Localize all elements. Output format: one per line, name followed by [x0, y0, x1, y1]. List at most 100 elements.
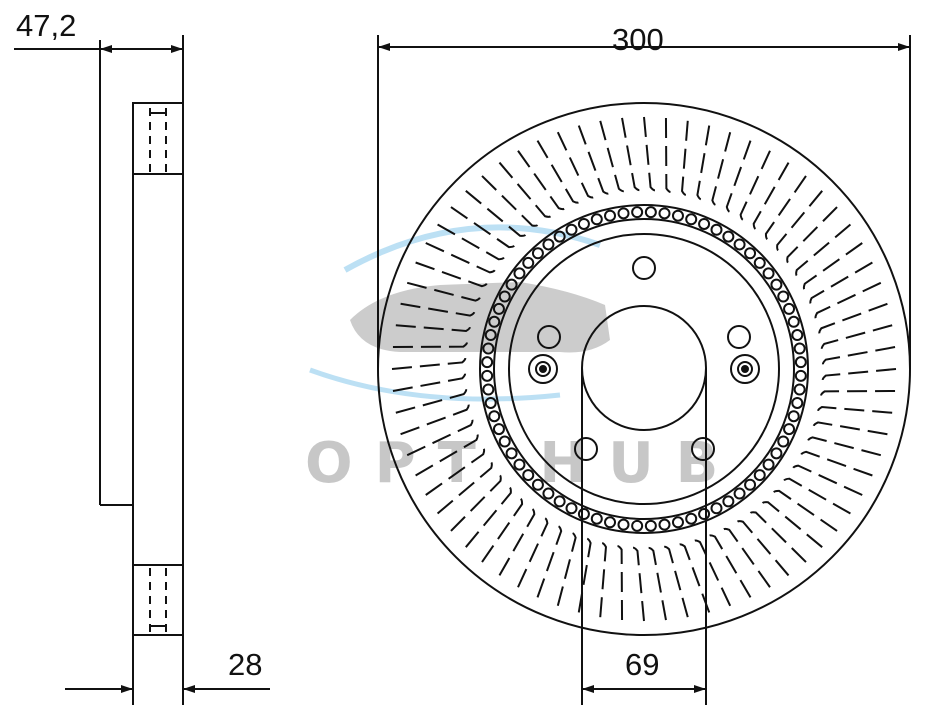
- overall-height-label: 47,2: [16, 8, 76, 43]
- vent-loop: [488, 410, 501, 423]
- vent-loop: [722, 495, 735, 508]
- vent-slot: [425, 242, 497, 274]
- vent-slot: [711, 131, 732, 207]
- vent-slot: [643, 116, 659, 192]
- vent-loop: [777, 435, 790, 448]
- center-bore: [581, 305, 707, 431]
- vent-slot: [392, 370, 467, 392]
- vent-slot: [400, 302, 476, 317]
- locating-screw-hole: [528, 354, 558, 384]
- vent-loop: [791, 329, 804, 342]
- vent-loop: [553, 495, 566, 508]
- car-logo-icon: [350, 282, 610, 353]
- vent-loop: [590, 213, 603, 226]
- vent-loop: [513, 458, 526, 471]
- vent-loop: [513, 267, 526, 280]
- vent-loop: [531, 478, 544, 491]
- vent-loop: [631, 206, 644, 219]
- vent-loop: [762, 458, 775, 471]
- vent-slot: [406, 417, 474, 457]
- hole: [537, 325, 561, 349]
- vent-slot: [436, 460, 493, 515]
- vent-loop: [794, 369, 807, 382]
- vent-slot: [481, 175, 540, 227]
- vent-loop: [565, 502, 578, 515]
- vent-loop: [492, 302, 505, 315]
- vent-slot: [481, 497, 524, 563]
- vent-slot: [498, 507, 536, 576]
- vent-slot: [692, 539, 732, 607]
- vent-loop: [710, 502, 723, 515]
- vent-loop: [744, 478, 757, 491]
- vent-loop: [783, 423, 796, 436]
- vent-loop: [492, 423, 505, 436]
- vent-slot: [391, 354, 467, 370]
- vent-slot: [818, 302, 888, 337]
- vent-slot: [800, 450, 873, 477]
- vent-slot: [707, 534, 752, 598]
- vent-loop: [498, 290, 511, 303]
- vent-slot: [817, 406, 893, 415]
- vent-slot: [748, 511, 807, 563]
- vent-slot: [498, 161, 553, 218]
- vent-loop: [733, 238, 746, 251]
- hole: [691, 437, 715, 461]
- vent-slot: [395, 323, 471, 332]
- vent-loop: [488, 315, 501, 328]
- vent-slot: [450, 206, 516, 249]
- center-bore-label: 69: [625, 647, 659, 682]
- vent-slot: [739, 150, 771, 222]
- vent-slot: [425, 446, 486, 496]
- vent-loop: [733, 487, 746, 500]
- vent-slot: [415, 432, 479, 477]
- vent-loop: [553, 230, 566, 243]
- vent-loop: [484, 396, 497, 409]
- vent-slot: [536, 525, 563, 598]
- vent-loop: [577, 217, 590, 230]
- vent-loop: [783, 302, 796, 315]
- front-view: [377, 35, 911, 705]
- side-view: [14, 35, 270, 705]
- vent-slot: [802, 242, 863, 292]
- vent-slot: [598, 542, 607, 618]
- vent-loop: [522, 256, 535, 269]
- vent-slot: [450, 473, 502, 532]
- vent-loop: [658, 518, 671, 531]
- outer-diameter-label: 300: [612, 22, 664, 57]
- watermark: OPT HUB: [305, 224, 718, 496]
- vent-slot: [760, 501, 823, 548]
- vent-loop: [685, 512, 698, 525]
- vent-loop: [617, 207, 630, 220]
- vent-slot: [814, 281, 882, 321]
- vent-slot: [556, 131, 596, 199]
- vent-slot: [681, 120, 690, 196]
- watermark-swoosh-top: [343, 224, 601, 273]
- vent-loop: [482, 383, 495, 396]
- vent-slot: [406, 281, 482, 302]
- hole: [727, 325, 751, 349]
- vent-slot: [725, 140, 752, 213]
- vent-loop: [770, 447, 783, 460]
- vent-slot: [536, 140, 581, 204]
- vent-slot: [629, 546, 645, 622]
- vent-loop: [531, 247, 544, 260]
- vent-loop: [542, 487, 555, 500]
- vent-slot: [791, 464, 863, 496]
- vent-loop: [658, 207, 671, 220]
- vent-loop: [762, 267, 775, 280]
- vent-loop: [671, 209, 684, 222]
- vent-slot: [696, 125, 711, 201]
- vent-loop: [542, 238, 555, 251]
- vent-slot: [645, 546, 667, 621]
- vent-slot: [812, 421, 888, 436]
- vent-slot: [395, 385, 468, 414]
- vent-loop: [577, 508, 590, 521]
- vent-slot: [782, 477, 851, 515]
- vent-loop: [565, 223, 578, 236]
- vent-loop: [793, 342, 806, 355]
- vent-loop: [617, 518, 630, 531]
- vent-loop: [787, 315, 800, 328]
- vent-loop: [744, 247, 757, 260]
- vent-loop: [481, 369, 494, 382]
- vent-slot: [820, 389, 896, 400]
